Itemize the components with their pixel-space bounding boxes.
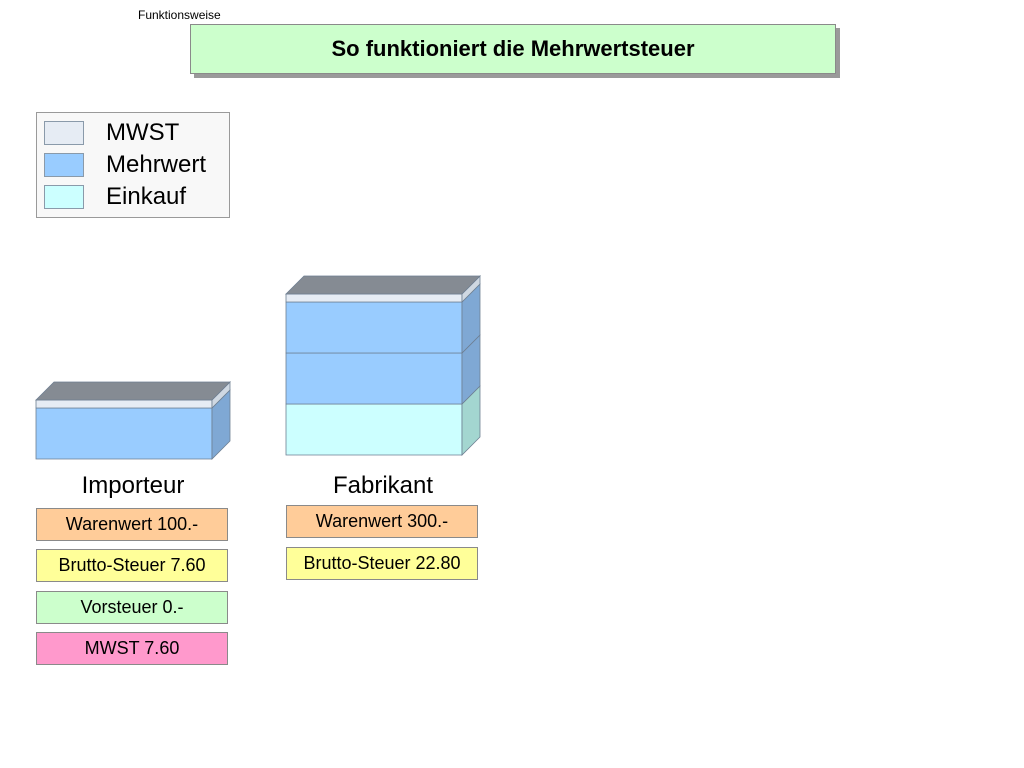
column-label-fabrikant: Fabrikant (332, 472, 434, 499)
title-box: So funktioniert die Mehrwertsteuer (190, 24, 836, 74)
legend-swatch-mwst (44, 121, 84, 145)
mwst-layer-front (285, 293, 463, 303)
legend-label-mwst: MWST (106, 119, 180, 146)
legend-swatch-mehrwert (44, 153, 84, 177)
stack-fabrikant (285, 275, 481, 456)
column-label-importeur: Importeur (81, 472, 185, 499)
importeur-brutto-box: Brutto-Steuer 7.60 (36, 549, 228, 582)
page-title: So funktioniert die Mehrwertsteuer (331, 36, 695, 61)
header-kicker: Funktionsweise (138, 8, 221, 22)
legend-label-einkauf: Einkauf (106, 183, 187, 210)
block-mehrwert-front (285, 301, 463, 354)
stack-lid (35, 381, 231, 401)
legend-item-mwst: MWST (44, 120, 179, 146)
block-mehrwert-front (285, 352, 463, 405)
legend: MWST Mehrwert Einkauf (36, 112, 230, 218)
importeur-vorsteuer-box: Vorsteuer 0.- (36, 591, 228, 624)
mwst-layer-front (35, 399, 213, 409)
legend-label-mehrwert: Mehrwert (106, 151, 207, 178)
legend-item-einkauf: Einkauf (44, 184, 186, 210)
block-mehrwert-front (35, 407, 213, 460)
block-einkauf-front (285, 403, 463, 456)
importeur-warenwert-box: Warenwert 100.- (36, 508, 228, 541)
legend-item-mehrwert: Mehrwert (44, 152, 206, 178)
fabrikant-warenwert-box: Warenwert 300.- (286, 505, 478, 538)
stack-lid (285, 275, 481, 295)
legend-swatch-einkauf (44, 185, 84, 209)
stack-importeur (35, 381, 231, 460)
importeur-mwst-box: MWST 7.60 (36, 632, 228, 665)
fabrikant-brutto-box: Brutto-Steuer 22.80 (286, 547, 478, 580)
